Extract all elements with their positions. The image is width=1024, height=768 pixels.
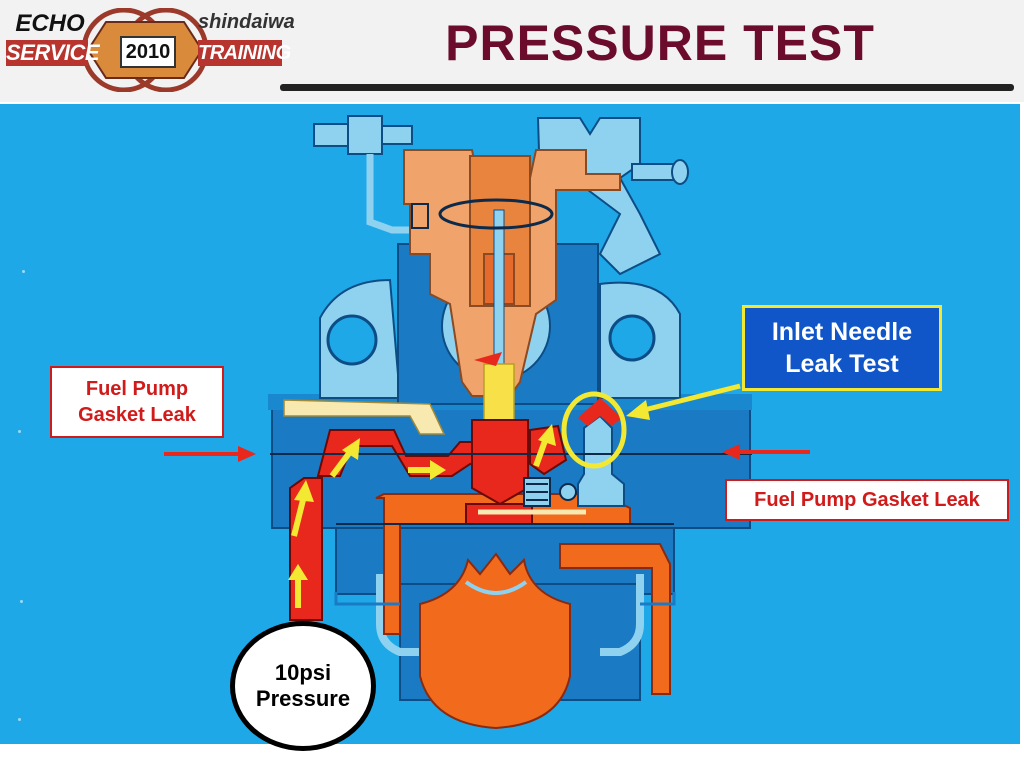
- background-dot: [18, 718, 21, 721]
- metering-spring-coils: [526, 483, 548, 501]
- upper-spring: [411, 203, 429, 229]
- inlet-needle-leak-label: Inlet Needle Leak Test: [742, 305, 942, 391]
- logo-training-text: TRAINING: [198, 40, 291, 66]
- flow-arrow-up-lower: [288, 564, 308, 608]
- red-needle-tip: [474, 352, 502, 366]
- background-dot: [18, 430, 21, 433]
- inlet-needle-highlight-ring: [561, 391, 627, 469]
- flow-arrow-diagonal-left: [329, 438, 360, 478]
- fuel-passage-right: [559, 543, 671, 695]
- lever-pivot: [559, 483, 577, 501]
- pressure-label: Pressure: [255, 686, 351, 711]
- echo-shindaiwa-logo: ECHO SERVICE 2010 shindaiwa TRAINING: [6, 8, 295, 92]
- flow-arrow-right: [408, 460, 446, 480]
- logo-echo-text: ECHO: [15, 10, 85, 37]
- inlet-needle-pointer-arrow: [626, 383, 741, 420]
- pressure-value: 10psi: [274, 659, 332, 685]
- inlet-needle-valve: [577, 414, 625, 507]
- pressure-badge: 10psi Pressure: [230, 621, 376, 751]
- metering-diaphragm-outline: [376, 574, 644, 656]
- background-dot: [22, 270, 25, 273]
- logo-service-text: SERVICE: [6, 40, 100, 66]
- slide-header: ECHO SERVICE 2010 shindaiwa TRAINING PRE…: [0, 0, 1024, 102]
- bottom-pump-gasket: [334, 592, 676, 606]
- top-nut: [347, 115, 383, 155]
- flow-arrow-up-upper: [291, 480, 314, 537]
- red-needle-chamber: [471, 419, 529, 506]
- page-title: PRESSURE TEST: [445, 15, 875, 71]
- left-mounting-hole: [326, 314, 378, 366]
- top-bolt: [381, 125, 413, 145]
- adjust-screw-head: [671, 159, 689, 185]
- right-gasket-leak-label: Fuel Pump Gasket Leak: [725, 479, 1009, 521]
- top-fitting: [313, 123, 349, 147]
- left-gasket-leak-arrow: [164, 446, 256, 462]
- right-mounting-hole: [608, 314, 656, 362]
- carburetor-illustration: [164, 115, 810, 730]
- upper-fuel-passage: [283, 399, 446, 435]
- left-gasket-leak-label: Fuel Pump Gasket Leak: [50, 366, 224, 438]
- background-dot: [20, 600, 23, 603]
- header-divider: [280, 84, 1014, 91]
- logo-shindaiwa-text: shindaiwa: [198, 11, 295, 33]
- right-gasket-leak-arrow: [722, 444, 810, 460]
- flow-arrow-diagonal-right: [533, 424, 556, 468]
- pump-chamber: [419, 552, 571, 730]
- shaft-ring: [438, 198, 554, 230]
- logo-year: 2010: [120, 36, 176, 68]
- carburetor-diagram: [0, 104, 1020, 744]
- yellow-needle-valve: [483, 363, 515, 425]
- pump-chamber-highlight: [464, 580, 528, 595]
- inlet-needle-red-cap: [578, 398, 622, 426]
